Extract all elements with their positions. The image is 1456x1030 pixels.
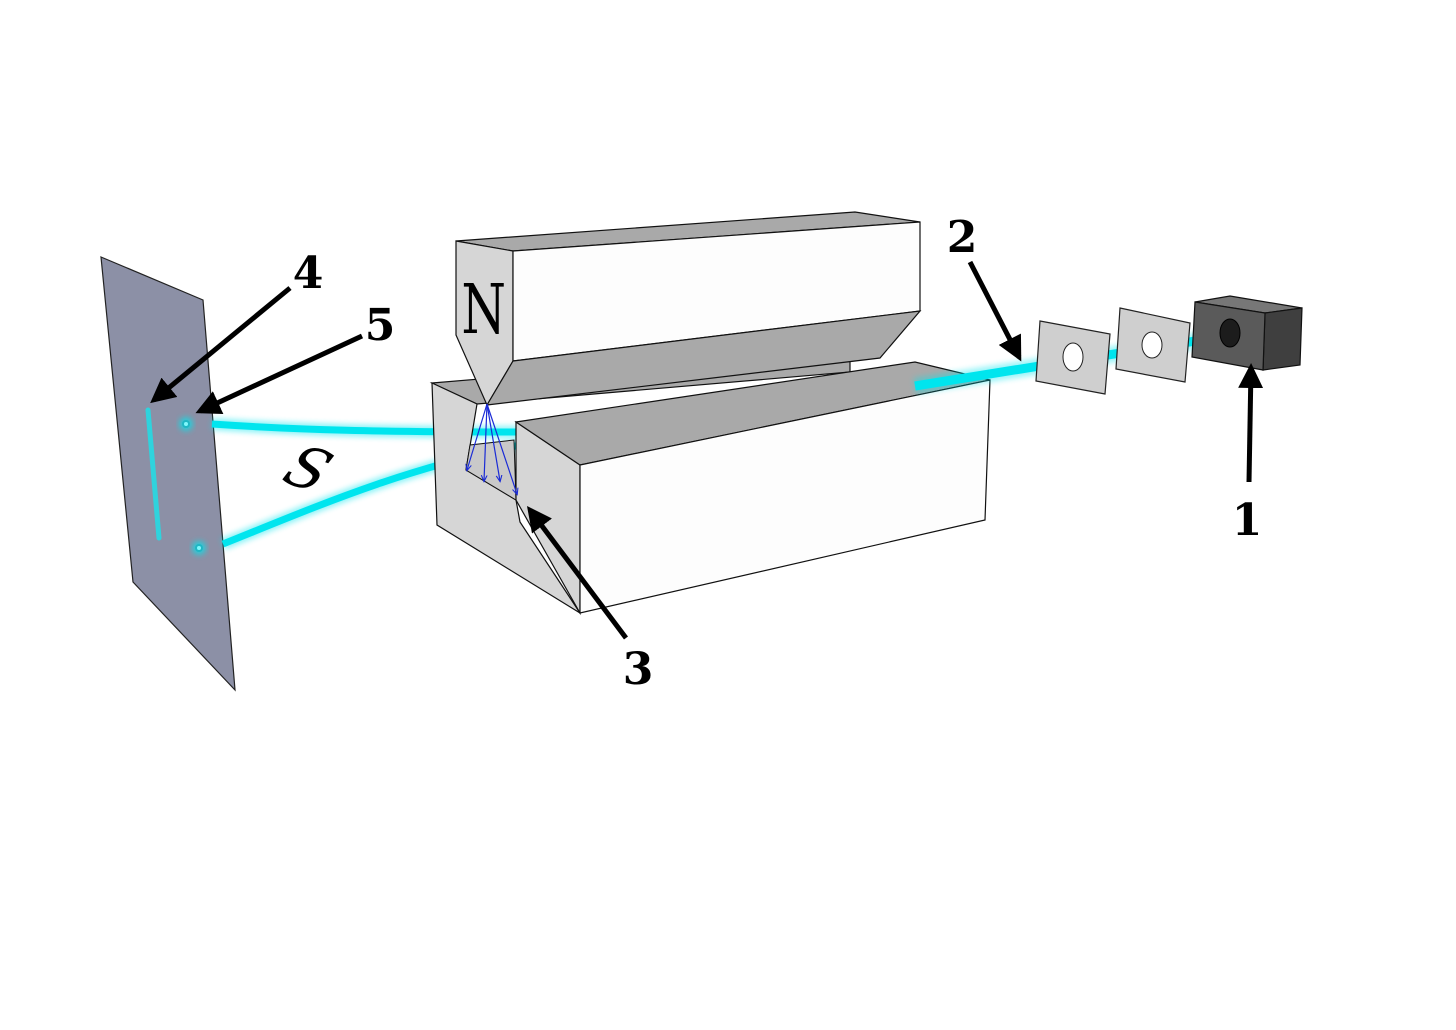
detection-spot-upper — [179, 417, 193, 431]
callout-labels: 1 2 3 4 5 — [293, 212, 1263, 695]
magnetic-field-lines — [467, 403, 517, 494]
classical-prediction-line — [145, 407, 162, 541]
detector-screen — [100, 256, 236, 692]
arrow-5 — [195, 333, 364, 414]
callout-arrows — [150, 260, 1264, 640]
arrow-1 — [1238, 363, 1264, 483]
callout-3: 3 — [623, 644, 654, 695]
atom-source-oven — [1191, 295, 1303, 371]
arrow-3 — [527, 506, 628, 640]
north-pole-label: N — [461, 271, 506, 350]
callout-2: 2 — [947, 212, 978, 263]
collimator-slit-1 — [1035, 320, 1111, 395]
arrow-4 — [150, 286, 292, 404]
callout-4: 4 — [293, 248, 324, 299]
north-magnet: N — [455, 211, 922, 407]
collimator-slit-2 — [1115, 307, 1191, 383]
callout-1: 1 — [1232, 495, 1263, 546]
detection-spot-lower — [192, 541, 206, 555]
arrow-2 — [967, 260, 1022, 362]
callout-5: 5 — [365, 300, 396, 351]
